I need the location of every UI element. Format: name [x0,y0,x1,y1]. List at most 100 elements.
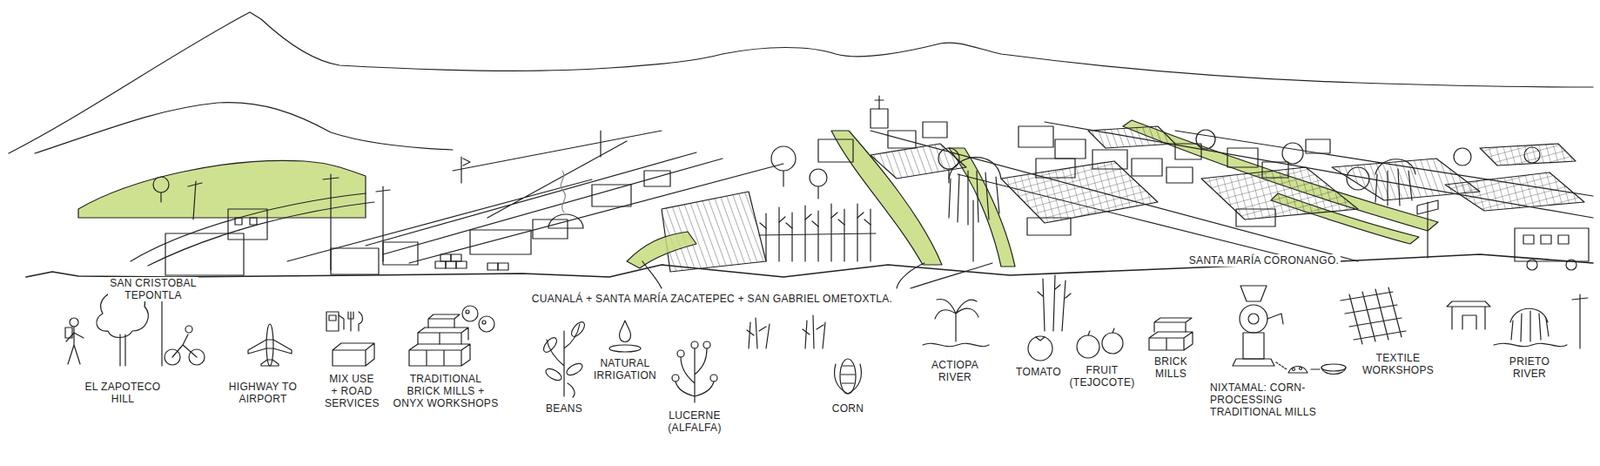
church [870,95,888,128]
trees [817,186,819,199]
feature-label: NIXTAMAL: CORN-PROCESSING TRADITIONAL MI… [1208,381,1330,418]
village-buildings [165,170,671,276]
village-houses [922,121,948,138]
zapoteco-icons [65,289,205,366]
village-buildings [228,208,268,240]
alfalfa-icon [675,348,714,403]
brick-onyx-icons [478,315,495,332]
village-buildings [470,229,532,255]
alfalfa-icon [691,341,699,349]
corn-field [759,233,876,236]
nixtamal-mill-icon [1232,285,1346,375]
road-services-icons [329,315,337,321]
church [878,95,880,109]
utility-pole [193,181,196,220]
trees [782,170,784,187]
field-plots [1445,172,1585,211]
zapoteco-icons [161,300,162,366]
textile-icon [1340,287,1406,344]
church [874,99,884,101]
church [870,108,888,128]
road-services-icons [348,311,364,331]
village-houses [887,130,916,148]
nixtamal-mill-icon [1276,362,1287,370]
village-buildings [383,242,418,265]
feature-label: LUCERNE (ALFALFA) [658,409,732,434]
alfalfa-icon [710,374,718,382]
brick-onyx-icons [462,305,478,322]
nixtamal-mill-icon [1240,285,1267,302]
landscape-illustration [8,12,1594,403]
willow-tree [948,170,1000,225]
village-houses [1236,208,1276,227]
train [1514,228,1589,262]
trees [1282,142,1304,164]
prieto-river-icon [1510,308,1548,323]
brick-mill-icon [1149,317,1193,350]
mountain-ridge [34,102,453,154]
alfalfa-icon [672,374,679,382]
village-houses [1305,139,1331,154]
textile-icon [1340,287,1406,344]
village-buildings [591,184,632,207]
village-houses [1027,217,1071,236]
hill-road [130,193,375,266]
village-houses [1175,143,1202,160]
zapoteco-icons [124,334,126,366]
village-houses [1227,147,1258,168]
nixtamal-mill-icon [1310,368,1320,370]
actiopa-river-icon [934,299,979,342]
train [1558,235,1569,244]
brick-mill-icon [1154,317,1192,332]
feature-label: TOMATO [1014,365,1063,378]
brick-stacks [445,261,457,269]
brick-stacks [456,261,467,269]
field-plots [1331,158,1480,201]
brick-kiln [548,170,584,229]
trees [771,146,796,171]
beans-icon [564,361,585,378]
village-houses [818,121,1331,236]
village-houses [1018,126,1054,148]
village-buildings [644,170,671,187]
utility-poles [463,158,471,166]
hill-tree [153,176,169,193]
feature-label: EL ZAPOTECO HILL [80,380,167,405]
ground-line [26,254,1594,277]
train [1566,259,1577,270]
road-sign [1426,201,1428,258]
prieto-river-icon [1572,297,1588,300]
utility-poles [322,130,601,270]
train [1526,259,1538,270]
prieto-river-icon [1511,310,1549,342]
trees [1524,147,1540,163]
road-sign [1417,200,1439,215]
utility-pole [188,181,202,220]
place-label: SANTA MARÍA CORONANGO. [1187,254,1341,267]
alfalfa-icon [677,349,685,357]
train [1514,228,1589,270]
hill-tree [160,192,162,202]
village-houses [1262,161,1289,178]
road-services-icons [326,311,339,331]
nixtamal-mill-icon [1292,368,1296,371]
zapoteco-icons [172,334,197,357]
brick-mill-icon [1149,331,1193,350]
alfalfa-icon [672,341,718,403]
willow-tree [948,157,1002,262]
beans-icon [544,366,564,384]
corn-field [759,203,876,262]
tomato-fruit-icons [1035,336,1045,341]
feature-label: MIX USE + ROAD SERVICES [322,372,381,410]
feature-label: BRICK MILLS [1147,355,1195,380]
feature-label: HIGHWAY TO AIRPORT [224,380,303,405]
trees [809,168,827,187]
village-buildings [235,217,243,225]
leader-line [642,261,993,289]
feature-label: ACTIOPA RIVER [922,358,988,384]
corn-plants-icon [834,363,862,394]
corn-field [759,212,871,229]
field-plots [1201,167,1358,220]
workshop-shed-icon [1446,301,1491,330]
nixtamal-mill-icon [1232,358,1275,366]
